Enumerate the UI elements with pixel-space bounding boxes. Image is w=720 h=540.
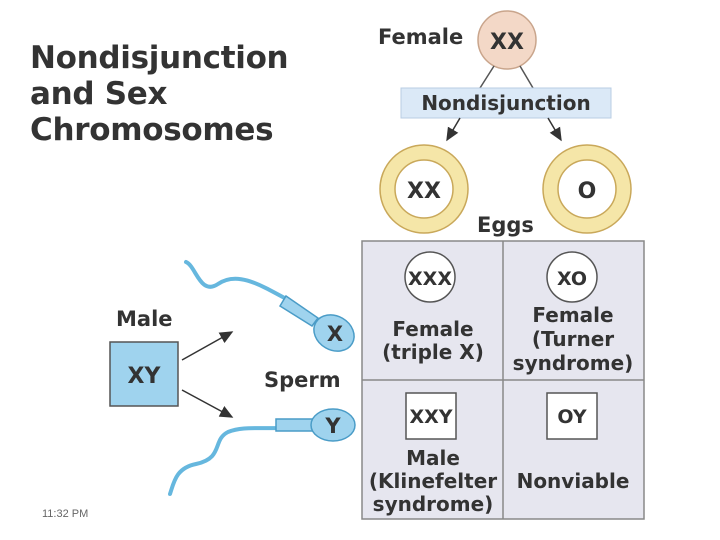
cell-1-line-2: (triple X) (382, 340, 484, 364)
male-cell (109, 341, 179, 407)
male-genotype: XY (128, 364, 162, 389)
egg-2-genotype: O (578, 179, 597, 204)
arrow (181, 389, 234, 418)
cell-2-line-3: syndrome) (513, 351, 634, 375)
egg-1-nucleus (394, 159, 454, 219)
connector-line (479, 65, 495, 89)
nondisjunction-box (400, 87, 612, 119)
title-line-3: Chromosomes (30, 112, 274, 148)
sperm-x-chromosome: X (327, 322, 343, 346)
cell-2-line-2: (Turner (532, 327, 614, 351)
female-label: Female (378, 25, 463, 49)
sperm-x-midpiece (278, 294, 320, 328)
cell-3-line-3: syndrome) (373, 492, 494, 516)
title-line-2: and Sex (30, 76, 168, 112)
eggs-label: Eggs (477, 213, 534, 237)
cell-2-genotype: XO (557, 268, 587, 290)
female-cell (477, 10, 537, 70)
arrow (547, 117, 562, 142)
sperm-x-head (313, 314, 355, 352)
arrow (446, 117, 461, 142)
cell-4-line-1: Nonviable (517, 469, 630, 493)
cell-4-genotype: OY (557, 406, 586, 428)
cell-1-genotype: XXX (408, 268, 452, 290)
sperm-y-tail (168, 423, 308, 496)
sperm-x-tail (184, 260, 294, 304)
diagram-title: Nondisjunction and Sex Chromosomes (30, 40, 289, 148)
cell-2-chromosome-circle (546, 251, 598, 303)
sperm-y-chromosome: Y (324, 414, 341, 438)
slide-timestamp: 11:32 PM (42, 508, 89, 520)
cell-2-line-1: Female (532, 303, 613, 327)
cell-4-chromosome-box (546, 392, 598, 440)
cell-3-line-2: (Klinefelter (369, 469, 497, 493)
sperm-y-midpiece (275, 418, 317, 432)
sperm-y-head (310, 408, 356, 442)
cell-1-line-1: Female (392, 317, 473, 341)
female-genotype: XX (490, 30, 524, 55)
cell-3-line-1: Male (406, 446, 460, 470)
connector-line (519, 65, 534, 89)
egg-1-genotype: XX (407, 179, 441, 204)
nondisjunction-label: Nondisjunction (421, 91, 590, 115)
arrow (181, 331, 234, 361)
male-label: Male (116, 307, 173, 331)
title-line-1: Nondisjunction (30, 40, 289, 76)
cell-1-chromosome-circle (404, 251, 456, 303)
sperm-label: Sperm (264, 368, 341, 392)
egg-2-nucleus (557, 159, 617, 219)
cell-3-genotype: XXY (409, 406, 452, 428)
cell-3-chromosome-box (405, 392, 457, 440)
